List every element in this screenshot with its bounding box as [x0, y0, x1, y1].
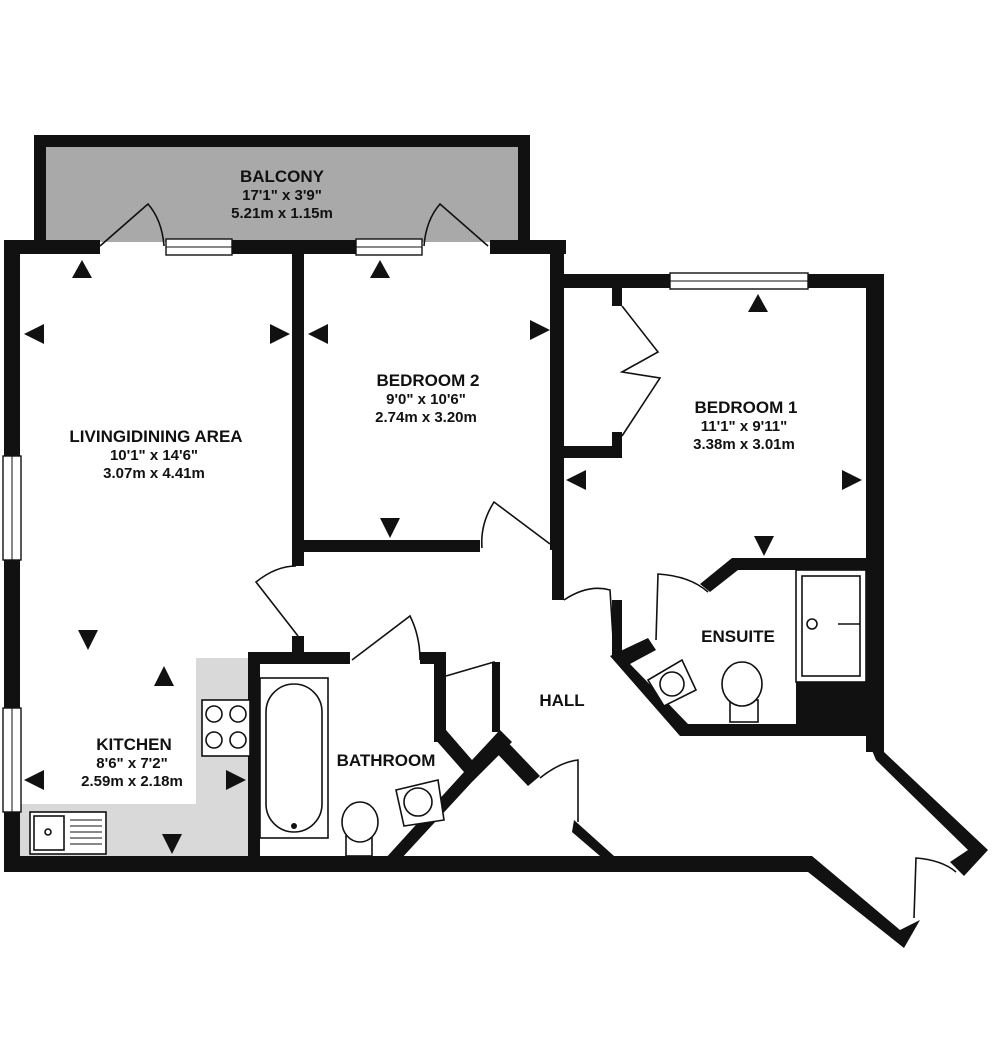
dimension-arrow-icon — [72, 260, 92, 278]
doors — [99, 202, 957, 919]
bathtub-icon — [259, 677, 329, 839]
living-name: LIVINGIDINING AREA — [69, 427, 242, 446]
balcony-imperial: 17'1" x 3'9" — [242, 187, 322, 204]
dimension-arrow-icon — [842, 470, 862, 490]
dimension-arrow-icon — [270, 324, 290, 344]
wall-cupboard — [434, 652, 446, 742]
wall-top-right — [490, 240, 566, 254]
wall-hall-lower — [572, 820, 614, 856]
door-swing-icon — [619, 305, 662, 437]
wall-bed1-top — [550, 274, 672, 288]
living-imperial: 10'1" x 14'6" — [110, 447, 198, 464]
dimension-arrow-icon — [154, 666, 174, 686]
wall-ensuite-diag — [610, 638, 868, 736]
wall-living-stub — [292, 636, 304, 656]
dimension-arrow-icon — [370, 260, 390, 278]
dimension-arrow-icon — [748, 294, 768, 312]
balcony-wall — [34, 135, 530, 244]
wall-wardrobe-side — [612, 432, 622, 458]
wall-bath-top — [248, 652, 350, 664]
bedroom1-name: BEDROOM 1 — [695, 398, 798, 417]
balcony-metric: 5.21m x 1.15m — [231, 205, 333, 222]
wall-ensuite-left — [612, 600, 622, 658]
bathroom-name: BATHROOM — [337, 751, 436, 770]
wall-hall-entrance — [866, 736, 988, 876]
window-icon — [165, 238, 233, 256]
dimension-arrow-icon — [308, 324, 328, 344]
wall-bath-left — [248, 652, 260, 862]
window-icon — [2, 455, 22, 561]
ensuite-name: ENSUITE — [701, 627, 775, 646]
wall-wardrobe-top — [612, 288, 622, 306]
door-swing-icon — [423, 202, 489, 247]
door-swing-icon — [351, 614, 421, 661]
bedroom2-name: BEDROOM 2 — [377, 371, 480, 390]
fixtures — [29, 569, 867, 857]
wall-wardrobe-bottom — [564, 446, 622, 458]
balcony — [34, 135, 530, 244]
washbasin-icon — [646, 658, 698, 708]
wall-bed2-bottom — [292, 540, 480, 552]
dimension-arrow-icon — [162, 834, 182, 854]
dimension-arrow-icon — [530, 320, 550, 340]
door-swing-icon — [99, 202, 165, 247]
window-icon — [669, 272, 809, 290]
door-swing-icon — [539, 759, 579, 822]
dimension-arrow-icon — [24, 324, 44, 344]
living-metric: 3.07m x 4.41m — [103, 465, 205, 482]
dimension-arrow-icon — [24, 770, 44, 790]
door-swing-icon — [563, 587, 615, 655]
kitchen-imperial: 8'6" x 7'2" — [96, 755, 167, 772]
sink-icon — [29, 811, 107, 855]
wall-bath-right — [384, 652, 512, 860]
door-swing-icon — [445, 660, 497, 717]
room-labels: BALCONY 17'1" x 3'9" 5.21m x 1.15m LIVIN… — [69, 167, 797, 790]
wall-entrance-bottom — [604, 856, 920, 948]
door-swing-icon — [913, 857, 957, 919]
wall-bottom — [4, 856, 616, 872]
kitchen-name: KITCHEN — [96, 735, 172, 754]
shower-tray-icon — [795, 569, 867, 683]
wall-top-living — [4, 240, 100, 254]
dimension-arrows — [24, 260, 862, 854]
wall-ensuite-top — [700, 558, 868, 592]
toilet-icon — [341, 801, 379, 857]
bedroom2-imperial: 9'0" x 10'6" — [386, 391, 466, 408]
bedroom2-metric: 2.74m x 3.20m — [375, 409, 477, 426]
bedroom1-metric: 3.38m x 3.01m — [693, 436, 795, 453]
wall-hall-cupboard — [488, 732, 540, 786]
kitchen-metric: 2.59m x 2.18m — [81, 773, 183, 790]
hob-icon — [201, 699, 251, 757]
door-swing-icon — [655, 573, 709, 641]
door-swing-icon — [480, 500, 551, 549]
balcony-name: BALCONY — [240, 167, 325, 186]
window-icon — [2, 707, 22, 813]
dimension-arrow-icon — [78, 630, 98, 650]
dimension-arrow-icon — [754, 536, 774, 556]
bedroom1-imperial: 11'1" x 9'11" — [701, 418, 787, 435]
dimension-arrow-icon — [380, 518, 400, 538]
hall-name: HALL — [539, 691, 584, 710]
wall-shower-base — [796, 682, 866, 724]
window-icon — [355, 238, 423, 256]
dimension-arrow-icon — [226, 770, 246, 790]
wall-bed1-hall — [552, 450, 564, 600]
windows — [2, 238, 809, 813]
wall-bed1-right — [866, 274, 884, 752]
balcony-floor — [40, 140, 526, 242]
wall-bed1-top-right — [806, 274, 884, 288]
washbasin-icon — [395, 779, 445, 827]
toilet-icon — [721, 661, 763, 723]
dimension-arrow-icon — [566, 470, 586, 490]
wall-living-bed2 — [292, 240, 304, 566]
door-swing-icon — [254, 565, 299, 637]
